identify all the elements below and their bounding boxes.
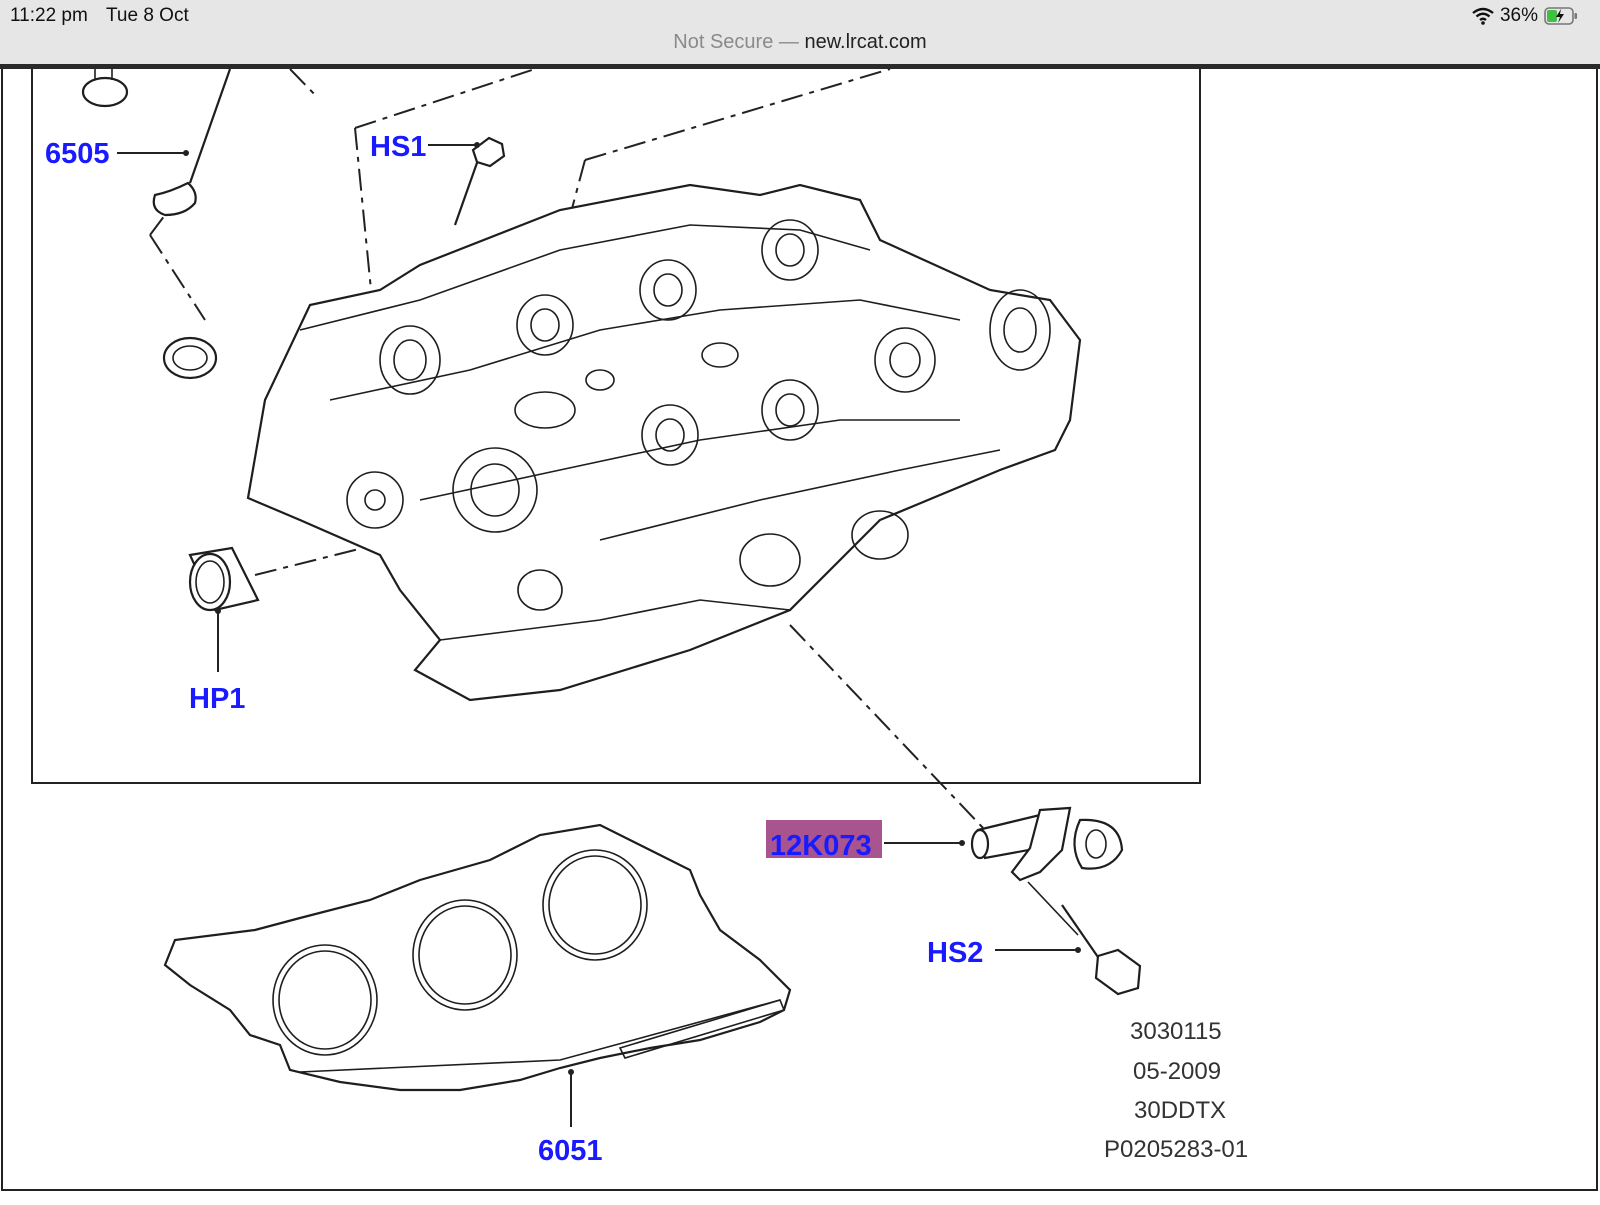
hp1-plug-part [188, 546, 260, 612]
toolbar-divider [0, 64, 1600, 69]
status-bar: 11:22 pm Tue 8 Oct 36% Not Secure — new.… [0, 0, 1600, 64]
hs2-bolt-part [1027, 881, 1142, 996]
callout-12k073[interactable]: 12K073 [770, 830, 872, 862]
sensor-callout-highlight [766, 820, 882, 858]
url-separator: — [778, 31, 799, 53]
address-bar[interactable]: Not Secure — new.lrcat.com [0, 31, 1600, 54]
diagram-code-4: P0205283-01 [1104, 1136, 1248, 1163]
clock: 11:22 pm [10, 5, 88, 26]
diagram-code-3: 30DDTX [1134, 1097, 1226, 1124]
battery-percent: 36% [1499, 5, 1538, 26]
date: Tue 8 Oct [106, 5, 189, 26]
wifi-icon [1472, 7, 1494, 25]
not-secure-label: Not Secure [673, 31, 774, 53]
subassembly-frame [31, 69, 1201, 784]
status-right: 36% [1472, 5, 1578, 27]
callout-hs2[interactable]: HS2 [927, 937, 983, 969]
url-host: new.lrcat.com [804, 31, 927, 53]
callout-6051[interactable]: 6051 [538, 1135, 603, 1167]
head-gasket-part [163, 823, 792, 1092]
hs1-bolt-part [453, 136, 506, 226]
diagram-code-2: 05-2009 [1133, 1058, 1221, 1085]
callout-hp1[interactable]: HP1 [189, 683, 245, 715]
parts-diagram: 6505 HS1 HP1 12K073 HS2 6051 3030115 05-… [0, 39, 1600, 1200]
callout-6505[interactable]: 6505 [45, 138, 110, 170]
cylinder-head-part [246, 183, 1082, 702]
valve-part [81, 68, 232, 380]
battery-charging-icon [1544, 7, 1577, 25]
sensor-part [970, 806, 1124, 882]
callout-hs1[interactable]: HS1 [370, 131, 426, 163]
diagram-code-1: 3030115 [1130, 1018, 1222, 1045]
exploded-view-diagram: 6505 HS1 HP1 12K073 HS2 6051 3030115 05-… [1, 39, 1598, 1191]
